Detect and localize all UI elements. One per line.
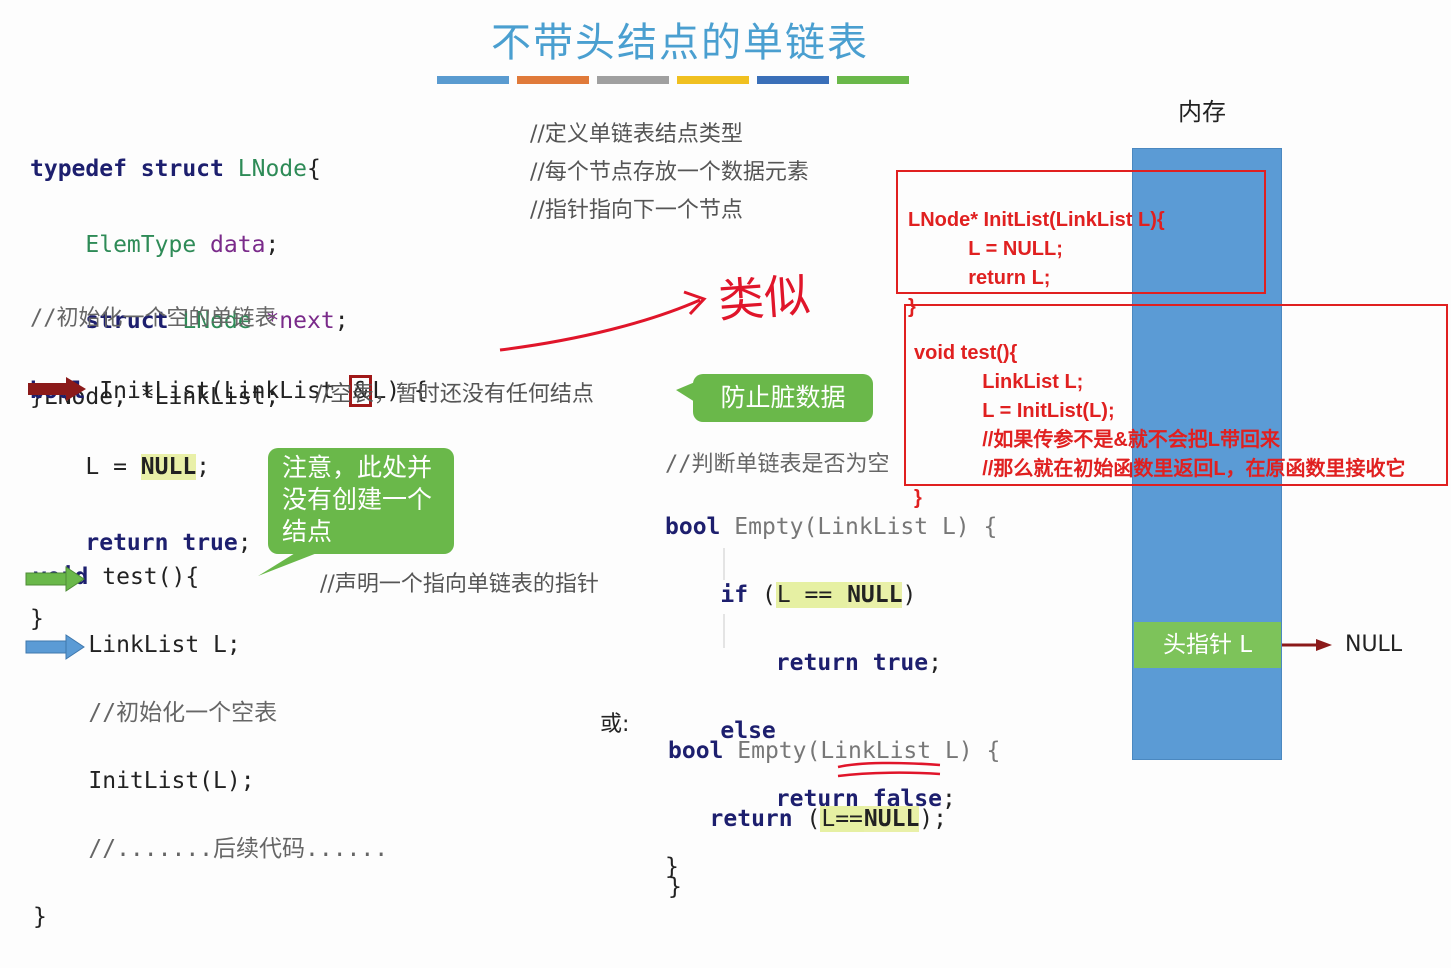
struct-comment-1: //定义单链表结点类型 (530, 122, 743, 147)
struct-comment-3: //指针指向下一个节点 (530, 198, 743, 223)
blue-arrow-icon (25, 634, 85, 660)
curve-arrow-icon (499, 298, 701, 352)
memory-title: 内存 (1178, 98, 1226, 126)
note-bubble: 注意，此处并没有创建一个结点 (268, 448, 454, 554)
red-box-test: void test(){ LinkList L; L = InitList(L)… (904, 304, 1448, 509)
bubble-tail-dirty (676, 382, 695, 402)
divider-bar-3 (677, 76, 749, 84)
null-label: NULL (1345, 632, 1403, 657)
red-box-initlist: LNode* InitList(LinkList L){ L = NULL; r… (896, 170, 1266, 318)
struct-definition-code: typedef struct LNode{ ElemType data; str… (30, 156, 349, 410)
test-decl-comment: //声明一个指向单链表的指针 (320, 572, 599, 597)
underline-squiggle (837, 761, 941, 778)
divider-bar-5 (837, 76, 909, 84)
dirty-data-bubble: 防止脏数据 (693, 374, 873, 422)
divider-bar-4 (757, 76, 829, 84)
divider-bar-1 (517, 76, 589, 84)
divider-bar-0 (437, 76, 509, 84)
green-arrow-icon (25, 566, 85, 592)
or-label: 或: (600, 712, 630, 737)
page-title: 不带头结点的单链表 (491, 20, 869, 66)
struct-comment-2: //每个节点存放一个数据元素 (530, 160, 809, 185)
title-divider (437, 76, 909, 84)
ampersand-highlight: & (348, 375, 373, 407)
divider-bar-2 (597, 76, 669, 84)
init-null-comment: //空表，暂时还没有任何结点 (315, 382, 594, 407)
head-pointer-cell: 头指针 L (1134, 622, 1281, 668)
bubble-tail-note (258, 548, 330, 576)
initlist-code: bool InitList(LinkList &L) { L = NULL; r… (30, 334, 428, 676)
annotation-overlay (25, 290, 1332, 778)
init-comment: //初始化一个空的单链表 (30, 306, 277, 331)
null-arrow-icon (1282, 639, 1332, 651)
red-arrow-icon (28, 377, 86, 401)
empty-comment: //判断单链表是否为空 (665, 452, 890, 477)
